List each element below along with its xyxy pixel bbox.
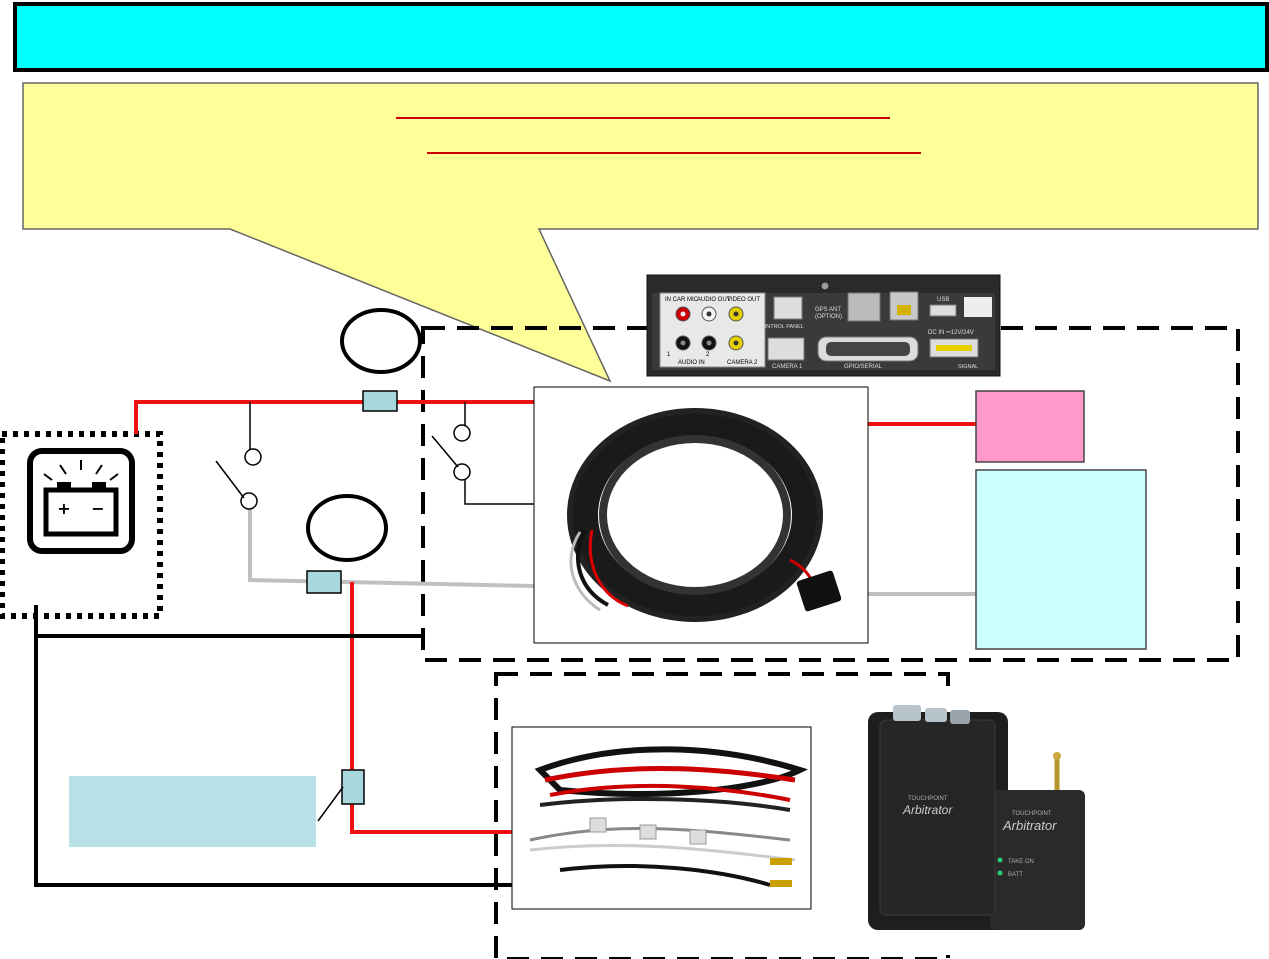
device-led-1: TAKE ON xyxy=(1008,859,1034,865)
battery-icon: + − xyxy=(27,448,135,554)
svg-text:+: + xyxy=(57,499,70,518)
lightblue-box xyxy=(69,776,316,847)
device-brand-small-1: TOUCHPOINT xyxy=(908,796,948,802)
switch-2 xyxy=(431,424,471,481)
panel-camera-1: CAMERA 1 xyxy=(772,364,803,370)
wire-gray-acc xyxy=(248,505,535,588)
battery-dotted-box xyxy=(0,431,163,619)
panel-camera-2: CAMERA 2 xyxy=(727,360,758,366)
rear-panel-image: IN CAR MIC AUDIO OUT VIDEO OUT 1 2 AUDIO… xyxy=(646,274,1001,377)
power-cable-image xyxy=(533,386,869,644)
dashed-region-main xyxy=(421,326,1240,662)
panel-usb: USB xyxy=(937,297,949,303)
fuse-main xyxy=(362,390,398,412)
panel-option: (OPTION) xyxy=(815,314,842,320)
wire-red-recorder xyxy=(350,582,512,834)
panel-video-out: VIDEO OUT xyxy=(727,297,760,303)
panel-gpio-serial: GPIO/SERIAL xyxy=(844,364,883,370)
label-circle-top xyxy=(340,308,422,374)
label-circle-middle xyxy=(306,494,388,562)
svg-text:−: − xyxy=(91,499,104,518)
callout-bubble xyxy=(22,82,1259,383)
wire-black-signal xyxy=(464,478,534,505)
fuse-acc xyxy=(306,570,342,594)
pink-box xyxy=(975,390,1085,463)
panel-num-1: 1 xyxy=(667,352,671,358)
switch-1 xyxy=(215,448,262,510)
device-brand-large-1: Arbitrator xyxy=(902,803,953,817)
panel-audio-in: AUDIO IN xyxy=(678,360,705,366)
cyan-box xyxy=(975,469,1147,650)
wire-red-main xyxy=(134,400,534,434)
pointer-line xyxy=(317,786,344,822)
title-bar xyxy=(13,2,1269,72)
recorder-harness-image xyxy=(511,726,812,910)
device-led-2: BATT xyxy=(1008,872,1023,878)
panel-num-2: 2 xyxy=(706,352,710,358)
wire-black-ground xyxy=(34,605,512,887)
panel-signal: SIGNAL xyxy=(958,364,978,370)
panel-in-car-mic: IN CAR MIC xyxy=(665,297,699,303)
device-brand-large-2: Arbitrator xyxy=(1002,818,1057,833)
panel-dc-in: DC IN ⎓12V/24V xyxy=(928,330,974,336)
panel-gps-ant: GPS ANT xyxy=(815,307,841,313)
fuse-recorder xyxy=(341,769,365,805)
device-brand-small-2: TOUCHPOINT xyxy=(1012,811,1052,817)
panel-audio-out: AUDIO OUT xyxy=(697,297,731,303)
panel-control-panel: CONTROL PANEL xyxy=(758,324,804,330)
arbitrator-device-image: TOUCHPOINT Arbitrator TOUCHPOINT Arbitra… xyxy=(850,696,1099,955)
